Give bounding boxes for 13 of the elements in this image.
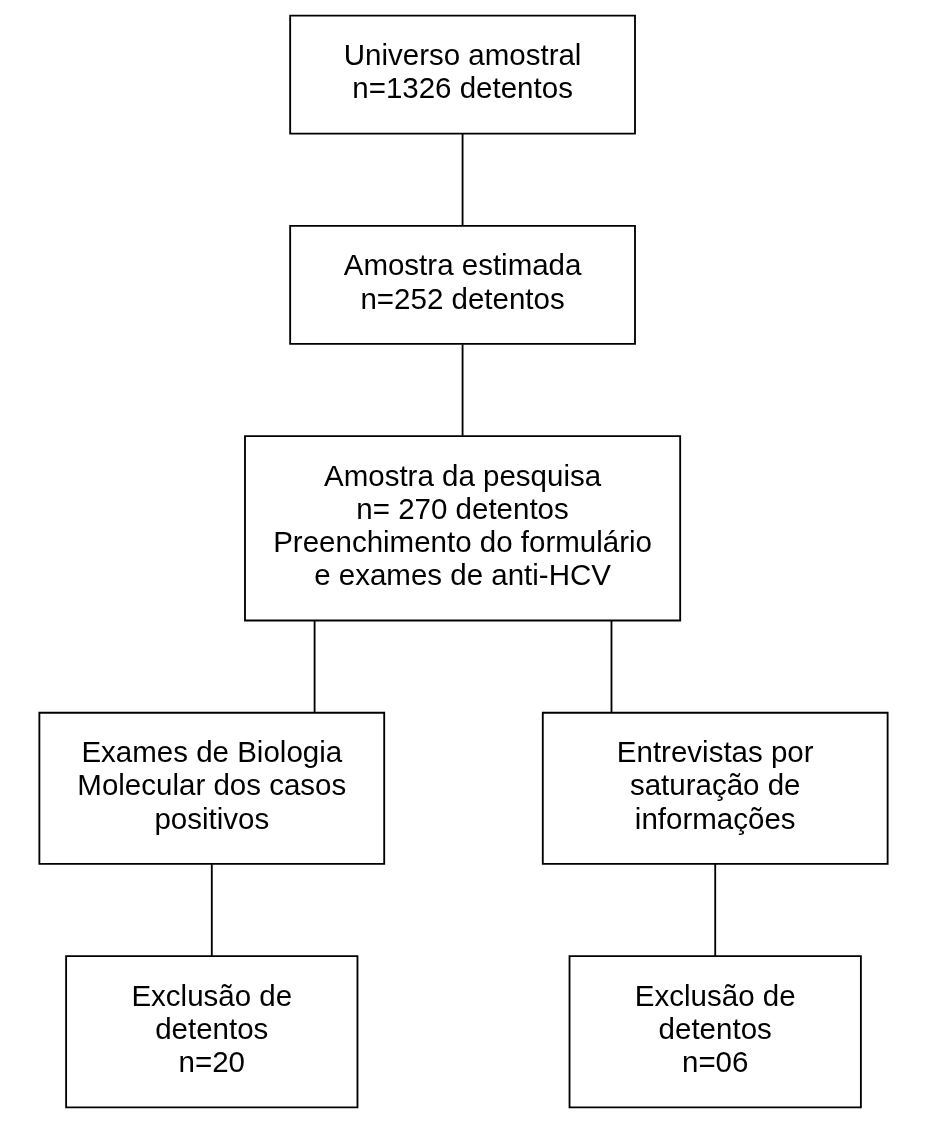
connector [714,863,717,957]
node-box: Amostra da pesquisa n= 270 detentos Preenchimento do formulário e exames de anti-HCV [244,435,682,622]
connector [313,619,316,714]
node-box: Exclusão de detentos n=20 [65,955,359,1109]
connector [610,619,613,714]
node-box: Amostra estimada n=252 detentos [289,224,636,345]
connector [461,343,464,437]
node-box: Universo amostral n=1326 detentos [289,14,636,135]
connector [461,132,464,227]
node-box: Exclusão de detentos n=06 [568,955,862,1109]
connector [210,863,213,957]
node-box: Exames de Biologia Molecular dos casos positivos [38,711,386,865]
node-box: Entrevistas por saturação de informações [541,711,889,865]
